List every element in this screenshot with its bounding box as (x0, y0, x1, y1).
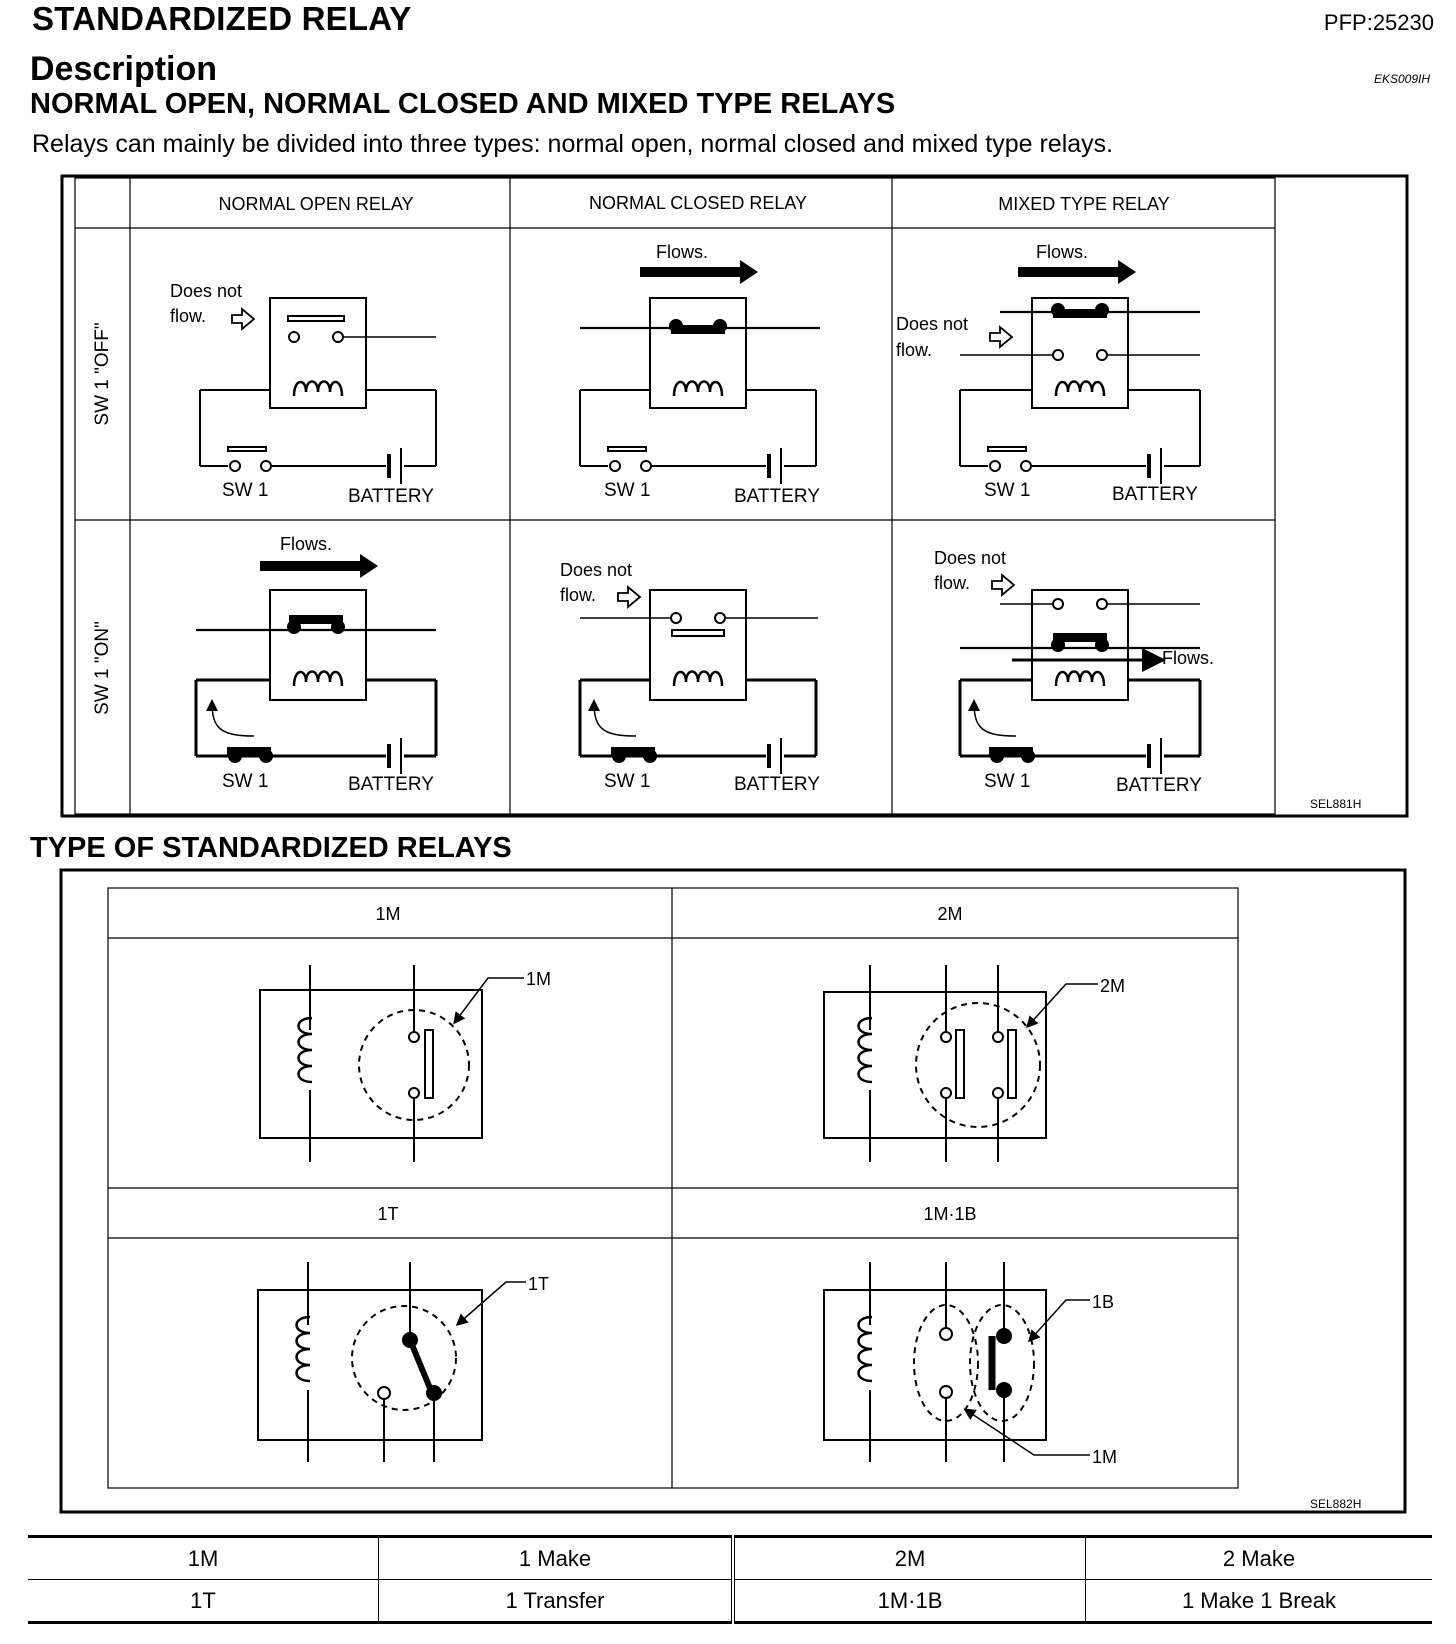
document-code: EKS009IH (1373, 72, 1430, 86)
flow-arrow (260, 554, 378, 578)
label-sw1: SW 1 (222, 771, 268, 792)
table-cell: 2 Make (1085, 1535, 1432, 1580)
page-title: STANDARDIZED RELAY (32, 0, 412, 37)
table-row: 1T 1 Transfer 1M·1B 1 Make 1 Break (28, 1579, 1432, 1624)
col-header-normal-open: NORMAL OPEN RELAY (218, 194, 413, 214)
diagram-nc-on (578, 586, 818, 776)
table-cell: 1 Make (378, 1535, 735, 1580)
section-heading: Description (30, 50, 218, 88)
cell-label-1m1b: 1M·1B (923, 1204, 976, 1224)
symbol-1m (259, 965, 524, 1162)
label-battery: BATTERY (1116, 775, 1202, 796)
callout-1b: 1B (1092, 1292, 1114, 1312)
table-cell: 1 Transfer (378, 1579, 735, 1624)
callout-1m: 1M (526, 969, 551, 989)
row-header-on: SW 1 "ON" (92, 621, 113, 715)
figure-code: SEL882H (1310, 1497, 1361, 1511)
callout-2m: 2M (1100, 976, 1125, 996)
label-sw1: SW 1 (604, 480, 650, 501)
diagram-mixed-off (959, 297, 1201, 486)
figure-code: SEL881H (1310, 797, 1361, 811)
diagram-mixed-on (958, 574, 1202, 776)
subsection-heading: NORMAL OPEN, NORMAL CLOSED AND MIXED TYP… (30, 88, 896, 120)
flow-arrow (640, 260, 758, 284)
label-flow: flow. (896, 340, 932, 360)
diagram-no-on (194, 589, 438, 776)
diagram-no-off (199, 297, 437, 486)
callout-1m-lower: 1M (1092, 1447, 1117, 1467)
label-does-not: Does not (170, 281, 242, 301)
label-flows: Flows. (1036, 242, 1088, 262)
part-number: PFP:25230 (1323, 10, 1434, 35)
label-sw1: SW 1 (984, 480, 1030, 501)
cell-label-1t: 1T (377, 1204, 398, 1224)
label-does-not: Does not (560, 560, 632, 580)
cell-label-2m: 2M (937, 904, 962, 924)
symbol-1m1b (823, 1262, 1090, 1462)
label-flow: flow. (560, 585, 596, 605)
symbol-2m (823, 965, 1098, 1162)
symbol-1t (257, 1262, 526, 1462)
label-sw1: SW 1 (604, 771, 650, 792)
types-heading: TYPE OF STANDARDIZED RELAYS (30, 832, 512, 864)
col-header-mixed: MIXED TYPE RELAY (998, 194, 1169, 214)
table-cell: 1M·1B (733, 1579, 1086, 1624)
cell-label-1m: 1M (375, 904, 400, 924)
label-battery: BATTERY (734, 774, 820, 795)
label-flows: Flows. (280, 534, 332, 554)
table-cell: 1 Make 1 Break (1085, 1579, 1432, 1624)
label-sw1: SW 1 (222, 480, 268, 501)
table-cell: 1M (28, 1535, 379, 1580)
table-cell: 1T (28, 1579, 379, 1624)
label-flows: Flows. (1162, 648, 1214, 668)
row-header-off: SW 1 "OFF" (92, 322, 113, 425)
label-does-not: Does not (896, 314, 968, 334)
label-battery: BATTERY (348, 486, 434, 507)
label-flow: flow. (934, 573, 970, 593)
label-flows: Flows. (656, 242, 708, 262)
label-flow: flow. (170, 306, 206, 326)
relay-type-summary-table: 1M 1 Make 2M 2 Make 1T 1 Transfer 1M·1B … (28, 1535, 1432, 1624)
label-battery: BATTERY (734, 486, 820, 507)
diagram-nc-off (579, 297, 820, 486)
table-cell: 2M (733, 1535, 1086, 1580)
table-row: 1M 1 Make 2M 2 Make (28, 1535, 1432, 1580)
label-sw1: SW 1 (984, 771, 1030, 792)
callout-1t: 1T (528, 1274, 549, 1294)
flow-arrow (1018, 260, 1136, 284)
label-does-not: Does not (934, 548, 1006, 568)
col-header-normal-closed: NORMAL CLOSED RELAY (589, 193, 807, 213)
intro-text: Relays can mainly be divided into three … (32, 130, 1114, 158)
label-battery: BATTERY (1112, 484, 1198, 505)
label-battery: BATTERY (348, 774, 434, 795)
